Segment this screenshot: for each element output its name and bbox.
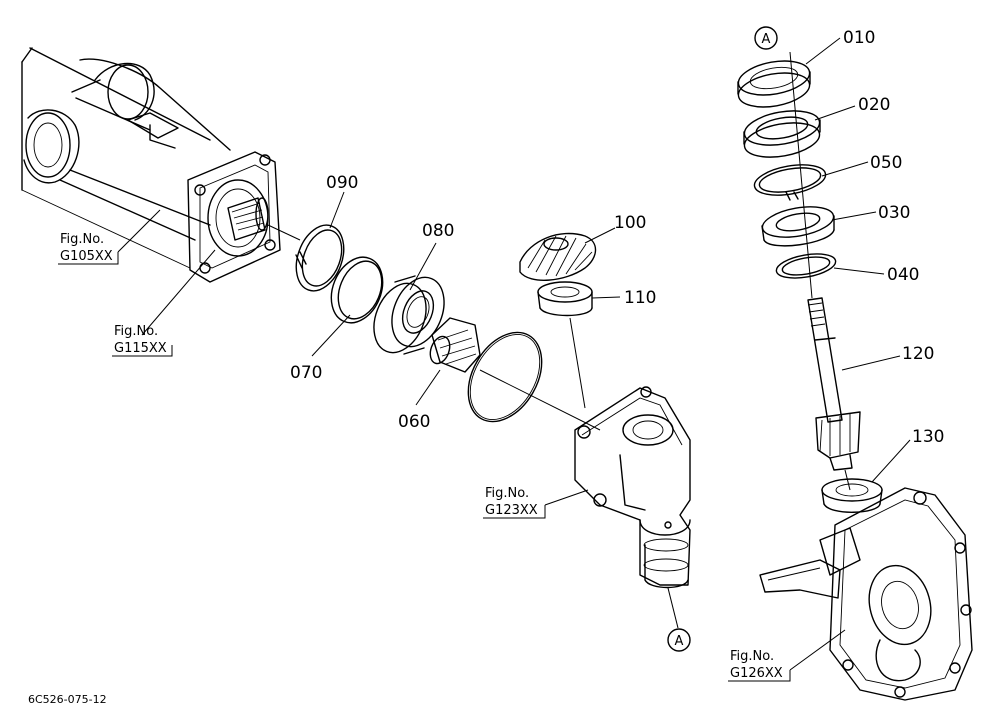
part-label-100: 100 — [614, 213, 646, 233]
assembly-axis-left — [267, 224, 301, 241]
part-030-bearing — [761, 206, 835, 247]
connector-mark-letter: A — [675, 634, 684, 649]
figure-ref-g115: Fig.No. G115XX — [112, 324, 173, 357]
part-label-010: 010 — [843, 28, 875, 48]
figure-ref-label: Fig.No. — [114, 324, 158, 339]
figure-ref-g126: Fig.No. G126XX — [728, 649, 791, 682]
part-040-washer — [775, 253, 837, 279]
connector-mark-top: A — [754, 26, 778, 50]
part-label-030: 030 — [878, 203, 910, 223]
part-labels: 010 020 030 040 050 060 070 080 090 100 … — [290, 28, 944, 447]
shaft-axis-top — [789, 51, 813, 299]
part-label-120: 120 — [902, 344, 934, 364]
part-label-060: 060 — [398, 412, 430, 432]
part-label-070: 070 — [290, 363, 322, 383]
part-100-bevel-gear — [519, 232, 597, 281]
part-070-washer — [330, 256, 384, 324]
part-label-050: 050 — [870, 153, 902, 173]
part-050-snap-ring — [753, 164, 827, 201]
part-label-080: 080 — [422, 221, 454, 241]
final-gear-case — [759, 487, 973, 701]
axle-housing — [21, 47, 281, 283]
part-060-bevel-gear — [429, 317, 481, 373]
figure-ref-code: G115XX — [114, 341, 167, 356]
figure-ref-code: G123XX — [485, 503, 538, 518]
gear-axis-100 — [569, 317, 586, 409]
part-120-pinion-shaft — [807, 297, 861, 471]
part-label-110: 110 — [624, 288, 656, 308]
part-130-bearing — [821, 478, 883, 513]
drawing-code: 6C526-075-12 — [28, 693, 107, 706]
part-020-oil-seal — [743, 110, 821, 158]
part-010-oil-seal — [737, 60, 811, 108]
output-axis — [667, 587, 679, 629]
assembly-axis-mid — [479, 369, 601, 431]
part-label-090: 090 — [326, 173, 358, 193]
figure-ref-label: Fig.No. — [60, 232, 104, 247]
shaft-axis-bottom — [844, 469, 851, 491]
part-label-020: 020 — [858, 95, 890, 115]
part-label-040: 040 — [887, 265, 919, 285]
part-110-bearing — [537, 281, 593, 317]
figure-ref-code: G126XX — [730, 666, 783, 681]
figure-ref-label: Fig.No. — [730, 649, 774, 664]
part-090-snap-ring — [295, 224, 345, 292]
o-ring — [467, 331, 543, 423]
connector-mark-letter: A — [762, 32, 771, 47]
part-label-130: 130 — [912, 427, 944, 447]
gear-case-housing — [574, 386, 691, 589]
figure-ref-label: Fig.No. — [485, 486, 529, 501]
connector-mark-bottom: A — [667, 628, 691, 652]
part-080-ball-bearing — [373, 275, 445, 355]
leader-lines — [117, 37, 911, 671]
figure-ref-g123: Fig.No. G123XX — [483, 486, 546, 519]
figure-ref-g105: Fig.No. G105XX — [58, 232, 119, 265]
figure-ref-code: G105XX — [60, 249, 113, 264]
